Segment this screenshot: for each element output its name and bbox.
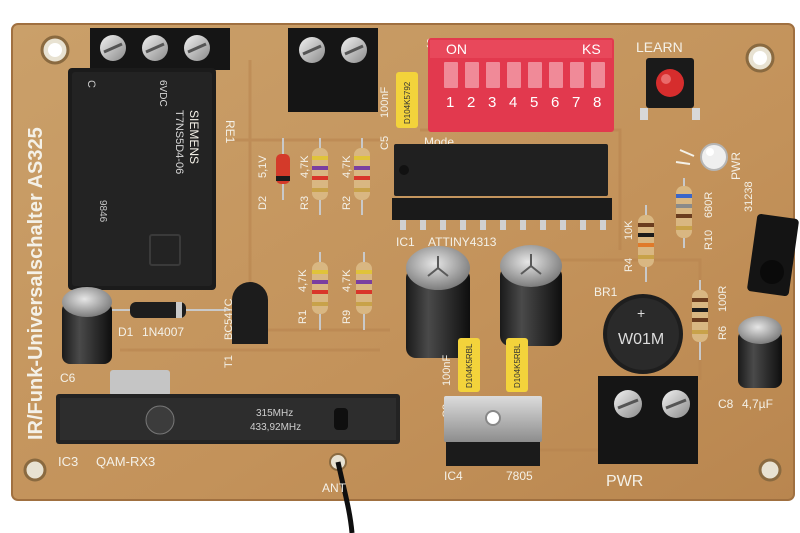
dip-num-4: 4: [509, 94, 517, 111]
relay-terminal-block: [90, 28, 230, 70]
label-c8: C8: [718, 397, 734, 411]
relay-brand: SIEMENS: [187, 110, 201, 164]
power-led: [675, 143, 728, 171]
capacitor-c8: [738, 316, 782, 388]
relay-model: T7NS5D4-06: [173, 110, 185, 174]
diode-d2: [276, 138, 290, 200]
dip-levers: [444, 62, 605, 88]
label-r10-val: 680R: [703, 192, 715, 218]
label-r2-val: 4,7K: [341, 155, 353, 178]
dip-num-3: 3: [488, 94, 496, 111]
label-ic4-part: 7805: [506, 469, 533, 483]
dip-num-7: 7: [572, 94, 580, 111]
label-r2: R2: [341, 196, 353, 210]
label-d1-part: 1N4007: [142, 325, 184, 339]
resistor-r2: [354, 138, 370, 215]
label-c5: C5: [379, 136, 391, 150]
label-re1: RE1: [223, 120, 237, 144]
dip-switch: ON KS 1 2 3 4 5 6 7 8: [428, 38, 614, 132]
label-r6: R6: [717, 326, 729, 340]
label-t1: T1: [223, 355, 235, 368]
ic5-ir-receiver: [747, 213, 799, 297]
capacitor-c-mid: D104K5RBL: [506, 338, 528, 392]
label-r1: R1: [297, 310, 309, 324]
dip-num-5: 5: [530, 94, 538, 111]
label-t1-part: BC547C: [223, 298, 235, 340]
label-d1: D1: [118, 325, 134, 339]
label-br1: BR1: [594, 285, 618, 299]
dip-on-label: ON: [446, 41, 467, 57]
resistor-r6: [692, 280, 708, 360]
label-c5-val: 100nF: [379, 87, 391, 118]
label-r4: R4: [623, 258, 635, 272]
label-pwr-led: PWR: [729, 152, 743, 180]
label-r4-val: 10K: [623, 220, 635, 240]
label-ant: ANT: [322, 481, 347, 495]
rx-freq-1: 315MHz: [256, 408, 293, 419]
label-r10: R10: [703, 230, 715, 250]
electrolytic-capacitor-right: [500, 245, 562, 346]
board-title: IR/Funk-Universalschalter AS325: [25, 127, 47, 440]
label-r6-val: 100R: [717, 286, 729, 312]
rx-freq-2: 433,92MHz: [250, 422, 301, 433]
label-c8-val: 4,7µF: [742, 397, 773, 411]
terminal-block-top: [288, 28, 378, 112]
label-learn: LEARN: [636, 39, 683, 55]
resistor-r9: [356, 252, 372, 330]
bridge-rectifier: W01M +: [603, 294, 683, 374]
label-ic3-part: QAM-RX3: [96, 454, 155, 469]
label-r1-val: 4,7K: [297, 269, 309, 292]
diode-d1: [100, 302, 230, 318]
relay-code: 9846: [97, 200, 108, 223]
dip-num-6: 6: [551, 94, 559, 111]
resistor-r10: [676, 178, 692, 248]
ic1-microcontroller: [392, 144, 612, 230]
resistor-r1: [312, 252, 328, 330]
label-d2-val: 5,1V: [257, 155, 269, 178]
label-r3-val: 4,7K: [299, 155, 311, 178]
capacitor-c6: [62, 287, 112, 364]
label-r9-val: 4,7K: [341, 269, 353, 292]
label-r3: R3: [299, 196, 311, 210]
transistor-t1: [232, 282, 268, 344]
dip-ks-label: KS: [582, 41, 601, 57]
label-d2: D2: [257, 196, 269, 210]
bridge-plus: +: [637, 305, 645, 321]
antenna-wire: [329, 453, 355, 533]
electrolytic-capacitor-left: [406, 246, 470, 358]
rx-module: 315MHz 433,92MHz: [56, 370, 400, 444]
label-ic1: IC1: [396, 235, 415, 249]
label-c6: C6: [60, 371, 76, 385]
relay-pin: C: [85, 80, 97, 88]
mounting-holes: [23, 35, 782, 482]
resistor-r4: [638, 205, 654, 282]
label-ic3: IC3: [58, 454, 78, 469]
label-ic1-part: ATTINY4313: [428, 235, 497, 249]
label-pwr: PWR: [606, 473, 643, 490]
dip-num-2: 2: [467, 94, 475, 111]
relay: SIEMENS T7NS5D4-06 6VDC 9846 C: [68, 68, 216, 290]
power-terminal-block: [598, 376, 698, 464]
c5-mark: D104K5792: [403, 81, 412, 124]
c-mid-mark: D104K5RBL: [513, 343, 522, 388]
relay-voltage: 6VDC: [157, 80, 168, 107]
c3-mark: D104K5RBL: [465, 343, 474, 388]
bridge-mark: W01M: [618, 331, 664, 348]
label-ic4: IC4: [444, 469, 463, 483]
resistor-r3: [312, 138, 328, 215]
label-c3-val: 100nF: [441, 355, 453, 386]
dip-num-1: 1: [446, 94, 454, 111]
capacitor-c3: D104K5RBL: [458, 338, 480, 392]
capacitor-c5: D104K5792: [396, 72, 418, 128]
dip-num-8: 8: [593, 94, 601, 111]
learn-button: [640, 58, 700, 120]
ic4-voltage-regulator: [444, 396, 542, 466]
label-ic5-part: 31238: [743, 181, 755, 212]
label-r9: R9: [341, 310, 353, 324]
